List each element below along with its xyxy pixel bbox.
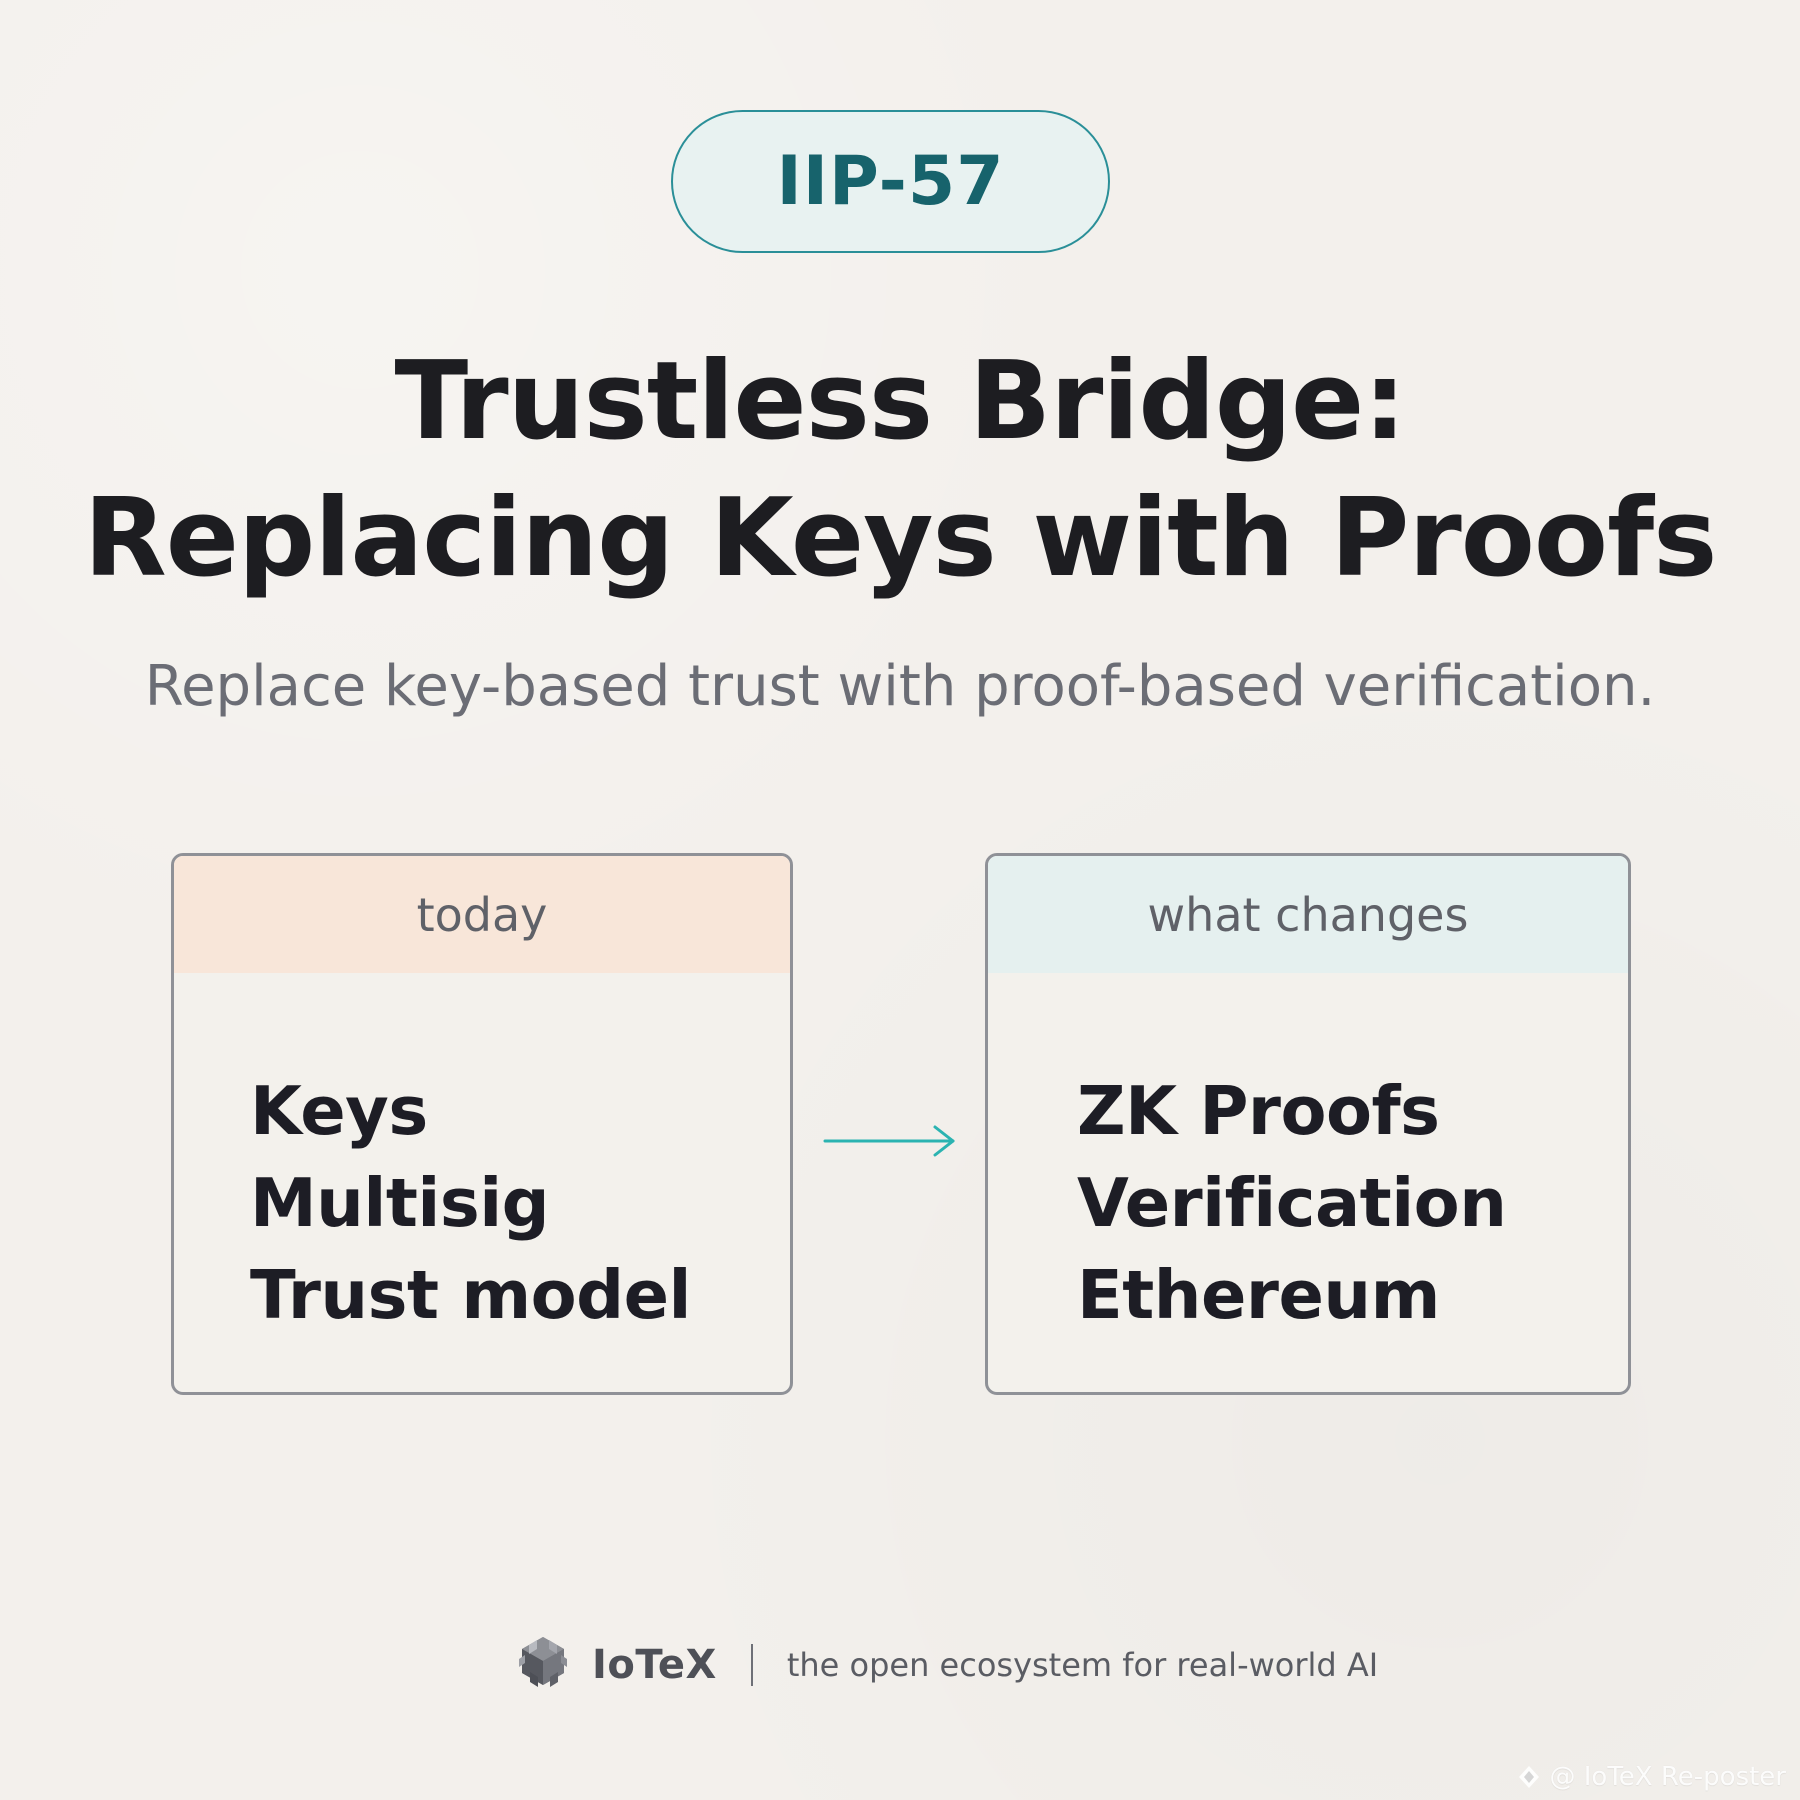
what-changes-card: what changes ZK Proofs Verification Ethe… <box>985 853 1631 1395</box>
reposter-watermark-text: @ IoTeX Re-poster <box>1549 1762 1787 1792</box>
title-line-1: Trustless Bridge: <box>394 339 1407 464</box>
today-item-keys: Keys <box>250 1072 428 1150</box>
reposter-icon <box>1518 1766 1539 1788</box>
today-card: today Keys Multisig Trust model <box>171 853 793 1395</box>
today-item-trust-model: Trust model <box>250 1256 692 1334</box>
page-title: Trustless Bridge: Replacing Keys with Pr… <box>0 345 1800 596</box>
what-changes-card-body: ZK Proofs Verification Ethereum <box>988 973 1628 1341</box>
proposal-badge-label: IIP-57 <box>776 141 1005 221</box>
changes-item-zk-proofs: ZK Proofs <box>1077 1072 1440 1150</box>
page-subtitle: Replace key-based trust with proof-based… <box>144 654 1656 719</box>
iotex-logo-icon <box>519 1637 567 1687</box>
what-changes-card-header: what changes <box>988 856 1628 973</box>
brand-footer: IoTeX the open ecosystem for real-world … <box>512 1632 1378 1698</box>
footer-divider <box>750 1644 753 1686</box>
arrow-right-icon <box>823 1125 955 1157</box>
changes-item-verification: Verification <box>1077 1164 1507 1242</box>
reposter-watermark: @ IoTeX Re-poster <box>1516 1762 1787 1792</box>
proposal-badge: IIP-57 <box>671 110 1110 253</box>
today-card-body: Keys Multisig Trust model <box>174 973 790 1341</box>
today-item-multisig: Multisig <box>250 1164 550 1242</box>
footer-tagline: the open ecosystem for real-world AI <box>786 1646 1379 1684</box>
today-card-header: today <box>174 856 790 973</box>
changes-item-ethereum: Ethereum <box>1077 1256 1440 1334</box>
title-line-2: Replacing Keys with Proofs <box>83 476 1718 602</box>
footer-brand: IoTeX <box>592 1642 717 1688</box>
